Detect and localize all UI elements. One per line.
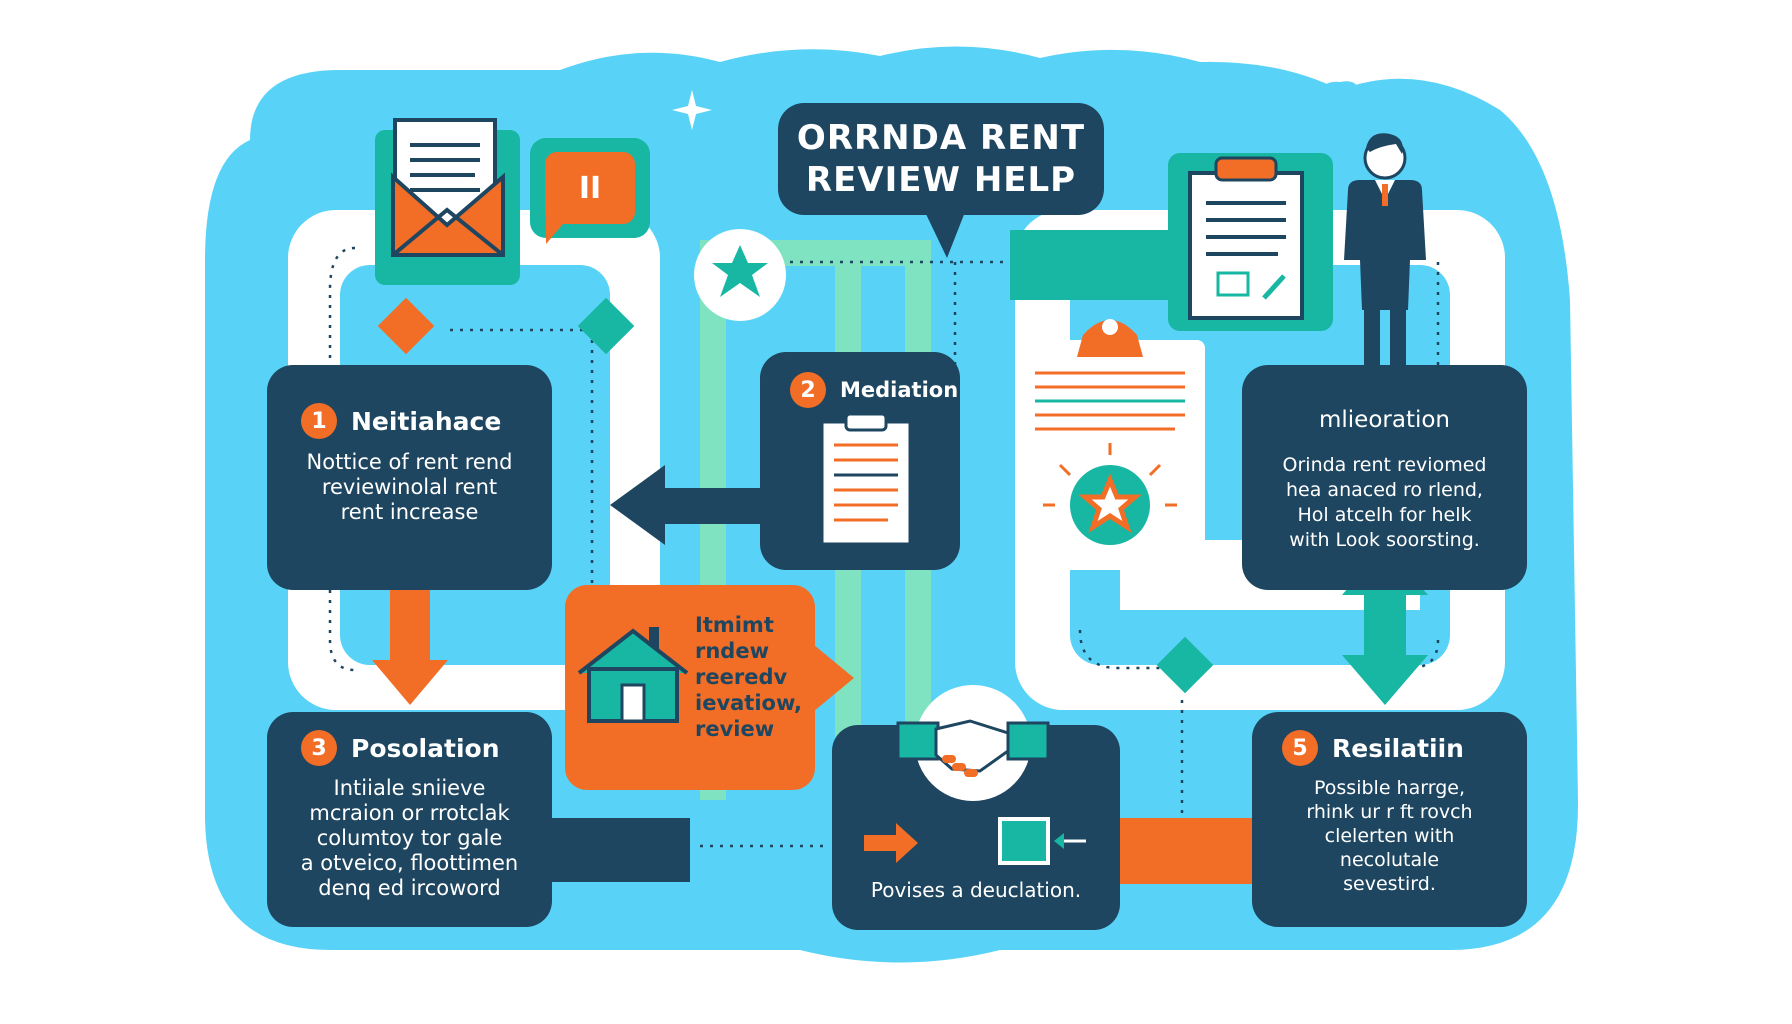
handshake-caption: Povises a deuclation. <box>870 878 1082 902</box>
step-line: Hol atcelh for helk <box>1297 504 1472 526</box>
step-line: mcraion or rrotclak <box>309 801 510 825</box>
note-line: ievatiow, <box>695 691 802 715</box>
step-line: Intiiale sniieve <box>333 776 486 800</box>
clipboard-icon <box>820 412 912 546</box>
teal-diamond <box>1156 636 1214 694</box>
step-line: sevestird. <box>1343 873 1436 895</box>
step-line: with Look soorsting. <box>1289 529 1480 551</box>
house-icon <box>577 627 689 723</box>
step-title: Resilatiin <box>1332 733 1464 763</box>
step-line: Nottice of rent rend <box>306 450 513 474</box>
sparkle-icon <box>672 90 712 138</box>
step-line: Orinda rent reviomed <box>1282 454 1487 476</box>
note-line: reeredv <box>695 665 788 689</box>
note-line: Itmimt <box>695 613 774 637</box>
step-line: clelerten with <box>1324 825 1455 847</box>
step-number-badge: 3 <box>301 730 337 766</box>
step-line: reviewinolal rent <box>321 475 498 499</box>
step-line: columtoy tor gale <box>316 826 503 850</box>
document-star-icon <box>1015 319 1205 570</box>
step-line: a otveico, floottimen <box>300 851 519 875</box>
star-badge-icon <box>694 229 786 321</box>
businessman-icon <box>1344 133 1426 393</box>
orange-note-pointer <box>808 640 854 716</box>
orange-note-text: Itmimt rndew reeredv ievatiow, review <box>695 612 815 742</box>
step-line: rent increase <box>340 500 479 524</box>
step-4-card: mlieoration Orinda rent reviomed hea ana… <box>1242 365 1527 590</box>
step-5-card: 5 Resilatiin Possible harrge, rhink ur r… <box>1252 712 1527 927</box>
note-line: rndew <box>695 639 769 663</box>
small-arrow-icons <box>864 817 1086 865</box>
step-line: necolutale <box>1339 849 1440 871</box>
note-line: review <box>695 717 775 741</box>
step-line: denq ed ircoword <box>318 876 501 900</box>
step-title: Neitiahace <box>351 406 502 436</box>
step-number-badge: 5 <box>1282 730 1318 766</box>
chat-bubble-text: II <box>578 170 602 206</box>
chat-bubble-icon: II <box>545 152 635 224</box>
step-3-card: 3 Posolation Intiiale sniieve mcraion or… <box>267 712 552 927</box>
step-line: Possible harrge, <box>1314 777 1465 799</box>
title-bubble-tail <box>925 212 965 258</box>
step-title: Posolation <box>351 733 500 763</box>
step-line: rhink ur r ft rovch <box>1306 801 1473 823</box>
title-line-1: ORRNDA RENT <box>796 118 1086 158</box>
step-title: mlieoration <box>1318 407 1450 433</box>
step-title: Mediation <box>840 378 959 402</box>
clipboard-icon <box>1168 153 1333 331</box>
step-line: hea anaced ro rlend, <box>1286 479 1483 501</box>
step-number-badge: 2 <box>790 372 826 408</box>
title-bubble: ORRNDA RENT REVIEW HELP <box>778 103 1104 215</box>
handshake-icon <box>896 685 1050 801</box>
step-1-card: 1 Neitiahace Nottice of rent rend review… <box>267 365 552 590</box>
left-arrow <box>610 465 790 545</box>
cloud-icon <box>1304 81 1376 108</box>
step-number-badge: 1 <box>301 403 337 439</box>
title-line-2: REVIEW HELP <box>805 160 1077 200</box>
envelope-icon <box>375 118 520 285</box>
